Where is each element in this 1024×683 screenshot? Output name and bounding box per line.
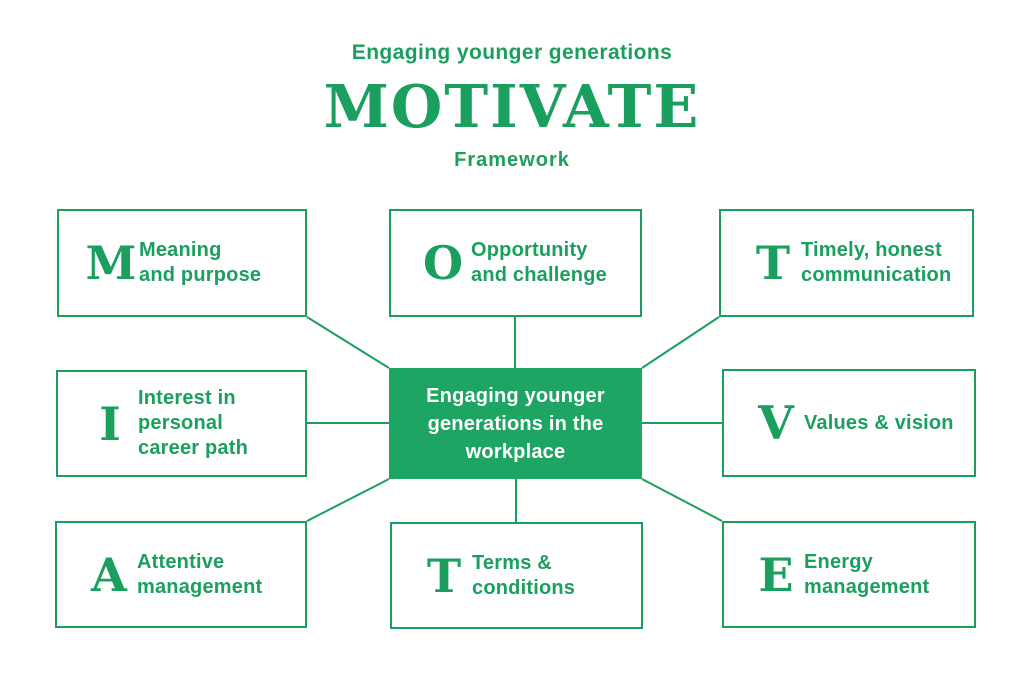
- node-label: Timely, honest communication: [801, 239, 952, 286]
- node-label: Meaning and purpose: [139, 239, 262, 286]
- node-opportunity-and-challenge: O Opportunity and challenge: [389, 209, 642, 317]
- node-letter: M: [85, 236, 137, 290]
- node-letter: V: [758, 396, 794, 450]
- node-energy-management: E Energy management: [722, 521, 976, 628]
- center-node: Engaging younger generations in the work…: [389, 368, 642, 479]
- node-label: Interest in personal career path: [138, 387, 249, 459]
- connector-t1-center: [641, 316, 720, 369]
- node-label: Attentive management: [137, 550, 263, 598]
- node-terms-and-conditions: T Terms & conditions: [390, 522, 643, 629]
- page-title: MOTIVATE: [323, 72, 701, 141]
- node-label: Values & vision: [804, 411, 954, 434]
- node-timely-honest-communication: T Timely, honest communication: [719, 209, 974, 317]
- node-label: Terms & conditions: [472, 551, 576, 599]
- node-values-and-vision: V Values & vision: [722, 369, 976, 477]
- connector-e-center: [641, 478, 723, 522]
- node-letter: T: [755, 236, 791, 290]
- header-eyebrow: Engaging younger generations: [351, 41, 673, 64]
- node-meaning-and-purpose: M Meaning and purpose: [57, 209, 307, 317]
- center-node-label: Engaging younger generations in the work…: [426, 384, 605, 463]
- node-letter: A: [91, 547, 127, 602]
- node-label: Energy management: [804, 550, 930, 598]
- node-letter: E: [758, 547, 794, 602]
- header-caption: Framework: [454, 149, 570, 171]
- connector-m-center: [306, 316, 390, 369]
- connector-a-center: [306, 478, 390, 522]
- diagram-header: Engaging younger generations MOTIVATE Fr…: [0, 40, 1024, 172]
- node-letter: O: [422, 236, 464, 290]
- node-interest-in-personal-career-path: I Interest in personal career path: [56, 370, 307, 477]
- node-attentive-management: A Attentive management: [55, 521, 307, 628]
- node-letter: T: [426, 548, 462, 603]
- node-letter: I: [99, 396, 121, 451]
- node-label: Opportunity and challenge: [471, 239, 607, 286]
